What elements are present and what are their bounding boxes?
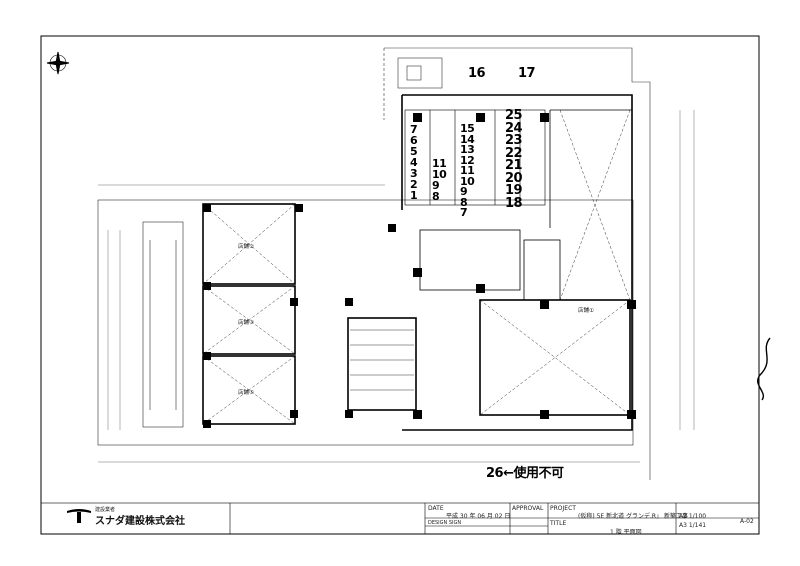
title-block <box>40 502 760 535</box>
project-value: (仮称) 5E 新北道 グランデ.R」 新築工事 <box>578 513 688 520</box>
parking-numbers-mid: 15 14 13 12 11 10 9 8 7 <box>460 122 475 219</box>
parking-number-17: 17 <box>518 66 536 81</box>
date-label: DATE <box>428 505 444 512</box>
project-label: PROJECT <box>550 505 576 512</box>
building-outline <box>97 94 634 446</box>
title-value: 1 階 平面図 <box>610 529 642 536</box>
parking-area <box>404 109 546 206</box>
design-label: DESIGN SIGN <box>428 520 462 526</box>
company-name: スナダ建設株式会社 <box>95 516 185 527</box>
title-label: TITLE <box>550 520 567 527</box>
main-hall <box>479 109 631 416</box>
store-rooms <box>202 203 296 425</box>
company-logo-icon <box>67 509 91 523</box>
store-label: 店舗③ <box>238 320 254 326</box>
date-value: 平成 30 年 06 月 02 日 <box>446 513 511 520</box>
scale-value-2: A3 1/141 <box>679 522 707 529</box>
scale-value: A2 1/100 <box>679 513 707 520</box>
approval-label: APPROVAL <box>512 505 544 512</box>
parking-numbers-left: 7 6 5 4 3 2 1 <box>410 123 418 202</box>
company-prefix: 建設業者 <box>95 507 116 513</box>
left-ramp <box>142 221 184 428</box>
break-line <box>757 337 771 401</box>
north-arrow-icon <box>46 51 70 75</box>
central-core <box>347 229 561 411</box>
parking-numbers-right: 25 24 23 22 21 20 19 18 <box>505 108 523 211</box>
parking-numbers-left-b: 11 10 9 8 <box>432 157 447 203</box>
site-boundary <box>383 47 651 480</box>
store-label: 店舗① <box>578 308 594 314</box>
not-in-use-note: 26←使用不可 <box>486 466 564 481</box>
dimension-lines <box>98 110 695 463</box>
sheet-number: A-02 <box>740 518 754 525</box>
parking-number-16: 16 <box>468 66 486 81</box>
store-label: 店舗⑤ <box>238 390 254 396</box>
store-label: 店舗② <box>238 244 254 250</box>
sheet-border <box>40 35 760 535</box>
